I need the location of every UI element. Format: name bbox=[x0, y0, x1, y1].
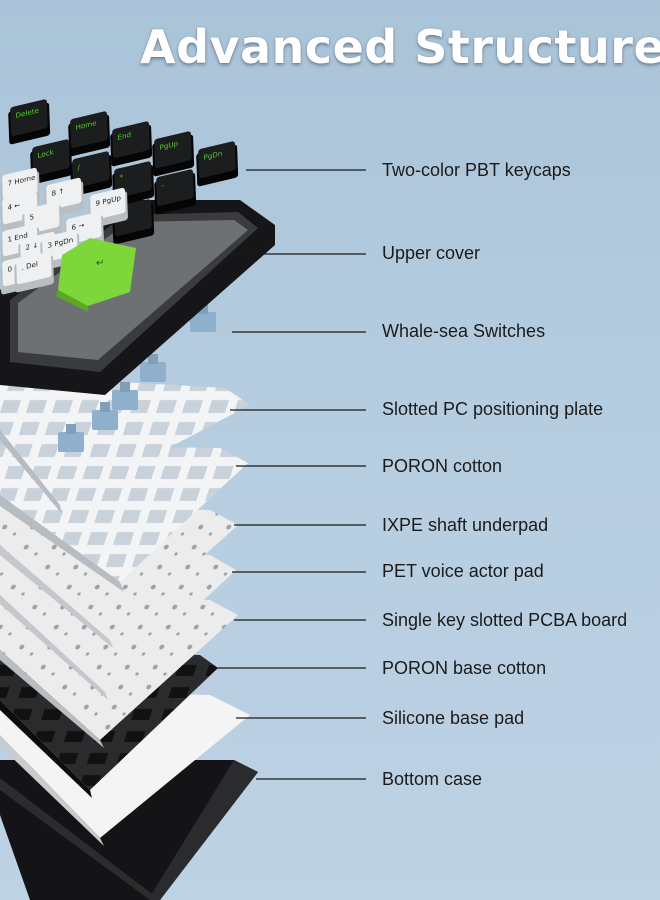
keycap-legend: / bbox=[77, 163, 80, 172]
label-pcba-board: Single key slotted PCBA board bbox=[382, 610, 628, 630]
keycap-legend: 6 → bbox=[71, 220, 84, 232]
label-keycaps: Two-color PBT keycaps bbox=[382, 160, 571, 180]
page-title: Advanced Structure bbox=[140, 20, 660, 74]
keycap-legend: . Del bbox=[21, 259, 38, 272]
label-pet-pad: PET voice actor pad bbox=[382, 561, 544, 581]
positioning-plate bbox=[0, 375, 250, 514]
dark-keycap: Home bbox=[68, 111, 111, 157]
dark-keycap: End bbox=[110, 121, 153, 167]
keycap-legend: * bbox=[119, 172, 123, 182]
enter-legend: ↵ bbox=[96, 258, 104, 269]
label-silicone-base-pad: Silicone base pad bbox=[382, 708, 525, 728]
keycap-legend: End bbox=[117, 130, 131, 142]
label-poron-base-cotton: PORON base cotton bbox=[382, 658, 547, 678]
dark-keycap: - bbox=[154, 169, 197, 215]
switches bbox=[0, 290, 216, 452]
label-poron-cotton: PORON cotton bbox=[382, 456, 503, 476]
keycap-legend: 8 ↑ bbox=[51, 186, 64, 198]
label-switches: Whale-sea Switches bbox=[382, 321, 546, 341]
keycap-legend: - bbox=[161, 181, 164, 190]
label-positioning-plate: Slotted PC positioning plate bbox=[382, 399, 604, 419]
leader-lines bbox=[214, 169, 366, 780]
label-bottom-case: Bottom case bbox=[382, 769, 483, 789]
keycap-legend: 4 ← bbox=[7, 200, 20, 212]
label-upper-cover: Upper cover bbox=[382, 243, 481, 263]
keycap-legend: 2 ↓ bbox=[25, 240, 38, 252]
light-keycap: 7 Home bbox=[0, 167, 40, 209]
dark-keycap: PgDn bbox=[196, 141, 239, 187]
keycap-legend: Lock bbox=[37, 147, 55, 160]
light-keycap: . Del bbox=[14, 251, 54, 293]
dark-keycap: Lock bbox=[30, 139, 73, 185]
dark-keycap: Delete bbox=[8, 99, 51, 145]
dark-keycap: PgUp bbox=[152, 131, 195, 177]
enter-key: ↵ bbox=[56, 238, 136, 312]
keycap-legend: 5 bbox=[29, 212, 34, 222]
label-ixpe-underpad: IXPE shaft underpad bbox=[382, 515, 549, 535]
